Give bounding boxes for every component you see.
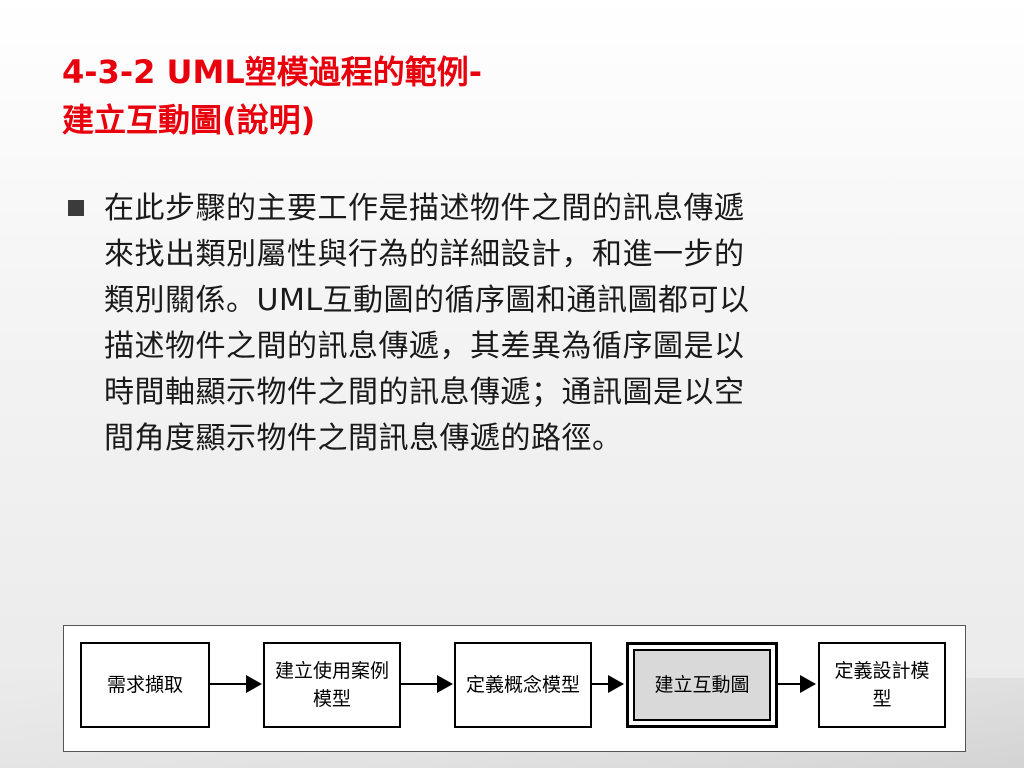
- paragraph-line: 類別關係。UML互動圖的循序圖和通訊圖都可以: [104, 283, 750, 318]
- step-label: 建立使用案例模型: [274, 660, 389, 710]
- arrow-right-icon: [401, 675, 453, 693]
- paragraph-line: 時間軸顯示物件之間的訊息傳遞；通訊圖是以空: [104, 375, 745, 410]
- arrow-right-icon: [592, 675, 624, 693]
- paragraph-line: 來找出類別屬性與行為的詳細設計，和進一步的: [104, 237, 745, 272]
- bullet-paragraph: 在此步驟的主要工作是描述物件之間的訊息傳遞 來找出類別屬性與行為的詳細設計，和進…: [104, 186, 948, 462]
- step-label: 需求擷取: [106, 674, 183, 696]
- step-highlight: 建立互動圖: [633, 649, 771, 721]
- slide-title: 4-3-2 UML塑模過程的範例- 建立互動圖(說明): [62, 48, 822, 144]
- arrow-right-icon: [778, 675, 816, 693]
- paragraph-line: 在此步驟的主要工作是描述物件之間的訊息傳遞: [104, 191, 745, 226]
- step-requirements: 需求擷取: [80, 642, 210, 728]
- title-line-2: 建立互動圖(說明): [62, 101, 316, 139]
- step-interaction-diagram: 建立互動圖: [626, 642, 778, 728]
- paragraph-line: 描述物件之間的訊息傳遞，其差異為循序圖是以: [104, 329, 745, 364]
- step-design-model: 定義設計模型: [818, 642, 946, 728]
- step-label: 定義概念模型: [465, 674, 580, 696]
- step-use-case-model: 建立使用案例模型: [263, 642, 401, 728]
- step-concept-model: 定義概念模型: [454, 642, 592, 728]
- title-line-1: 4-3-2 UML塑模過程的範例-: [62, 53, 483, 91]
- step-outer-border: [626, 642, 778, 728]
- arrow-right-icon: [210, 675, 262, 693]
- step-label: 建立互動圖: [654, 674, 750, 696]
- step-label: 定義設計模型: [834, 660, 930, 710]
- process-flow-diagram: 需求擷取 建立使用案例模型 定義概念模型 建立互動圖 定義設計模型: [63, 625, 966, 752]
- bullet-item: 在此步驟的主要工作是描述物件之間的訊息傳遞 來找出類別屬性與行為的詳細設計，和進…: [68, 186, 948, 462]
- square-bullet-icon: [68, 200, 84, 216]
- paragraph-line: 間角度顯示物件之間訊息傳遞的路徑。: [104, 421, 623, 456]
- bullet-list: 在此步驟的主要工作是描述物件之間的訊息傳遞 來找出類別屬性與行為的詳細設計，和進…: [68, 186, 948, 462]
